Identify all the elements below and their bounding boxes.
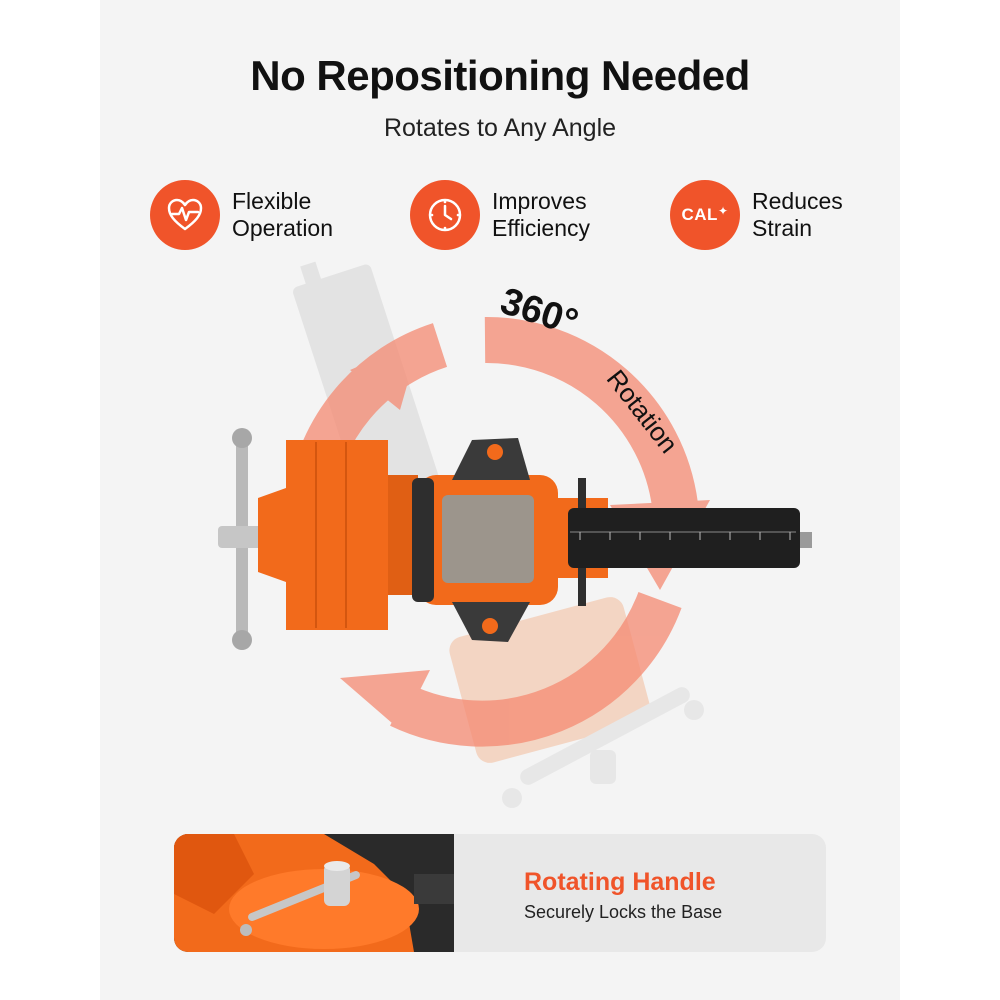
page-subtitle: Rotates to Any Angle xyxy=(383,114,617,142)
feature-label: Reduces Strain xyxy=(752,188,843,241)
clock-icon xyxy=(410,180,480,250)
heart-pulse-icon xyxy=(150,180,220,250)
main-vise xyxy=(218,428,812,650)
vise-illustration xyxy=(218,261,812,808)
feature-improves-efficiency: Improves Efficiency xyxy=(410,180,590,250)
product-canvas: No Repositioning Needed Rotates to Any A… xyxy=(100,0,900,1000)
cal-badge-text: CAL xyxy=(681,205,718,224)
feature-banner: Rotating Handle Securely Locks the Base xyxy=(174,834,826,952)
banner-title: Rotating Handle xyxy=(524,868,716,896)
rotating-handle-photo xyxy=(174,834,454,952)
feature-reduces-strain: CAL✦ Reduces Strain xyxy=(670,180,843,250)
cal-icon: CAL✦ xyxy=(670,180,740,250)
feature-label: Flexible Operation xyxy=(232,188,334,241)
banner-subtitle: Securely Locks the Base xyxy=(524,902,723,922)
feature-label: Improves Efficiency xyxy=(492,188,591,241)
sparkle-icon: ✦ xyxy=(717,203,729,218)
page-title: No Repositioning Needed xyxy=(250,52,750,99)
feature-flexible-operation: Flexible Operation xyxy=(150,180,333,250)
